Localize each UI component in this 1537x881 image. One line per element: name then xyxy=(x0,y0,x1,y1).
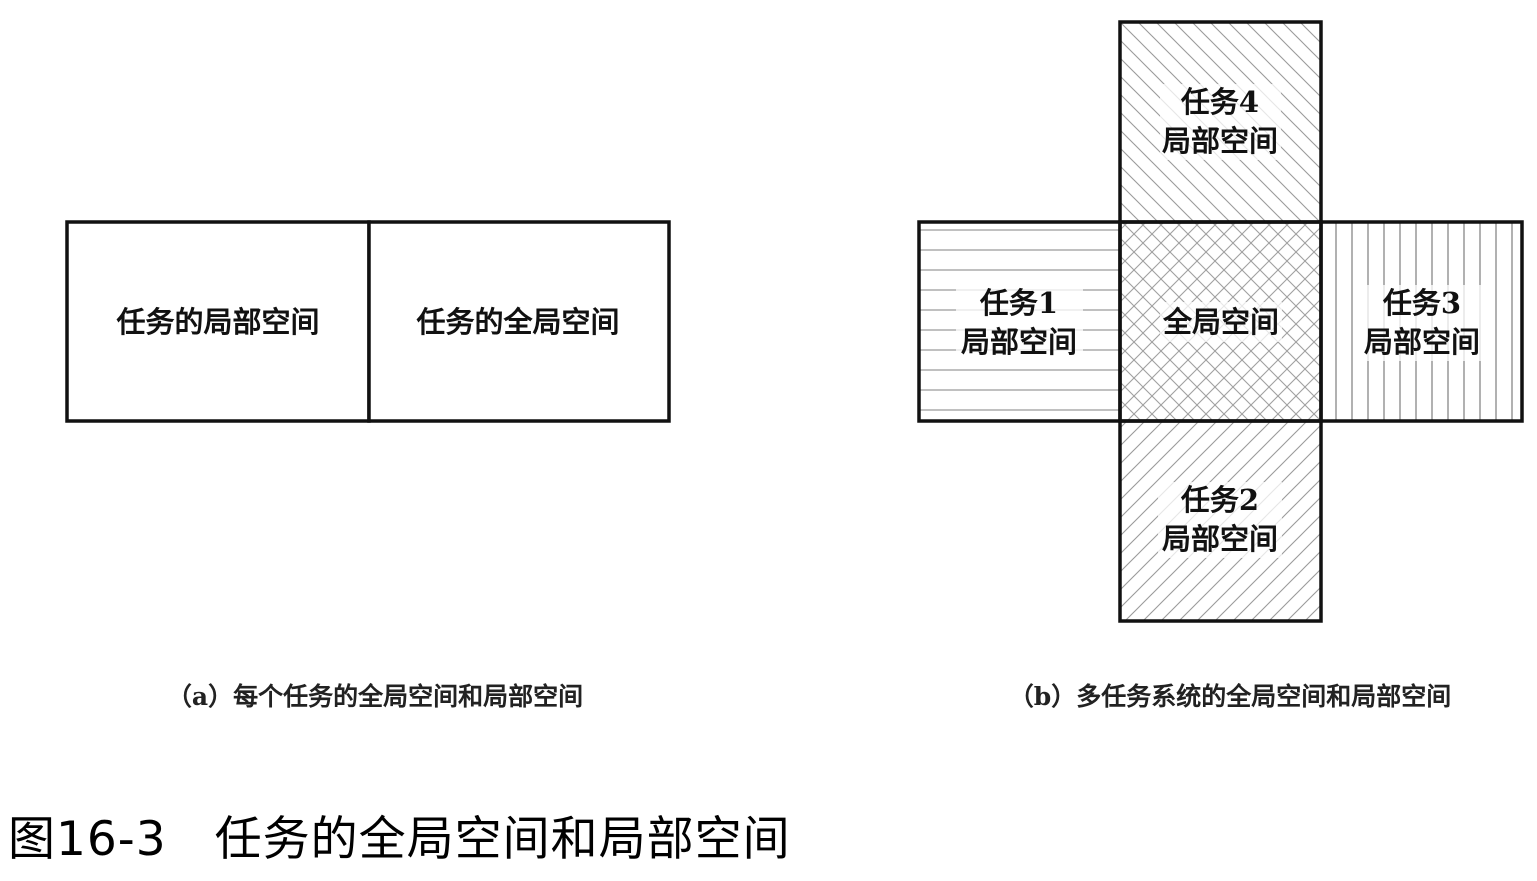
task2-label-backing xyxy=(1158,482,1282,558)
task3-title: 任务3 xyxy=(1382,286,1461,320)
figure-title: 图16-3 任务的全局空间和局部空间 xyxy=(8,812,791,867)
task3-label-backing xyxy=(1359,285,1485,361)
caption-a: （a）每个任务的全局空间和局部空间 xyxy=(167,682,583,711)
diagram-a: 任务的局部空间 任务的全局空间 （a）每个任务的全局空间和局部空间 xyxy=(65,220,671,711)
diagram-b-outlines xyxy=(917,20,1524,623)
diagram-b: 任务4 局部空间 任务1 局部空间 全局空间 任务3 局部空间 任务2 局部空间… xyxy=(917,20,1524,711)
task1-subtitle: 局部空间 xyxy=(961,325,1077,359)
task3-subtitle: 局部空间 xyxy=(1364,325,1480,359)
task2-title: 任务2 xyxy=(1180,483,1259,517)
caption-b: （b）多任务系统的全局空间和局部空间 xyxy=(1009,682,1451,711)
task4-label-backing xyxy=(1160,84,1281,160)
task1-label-backing xyxy=(956,285,1083,361)
local-space-label: 任务的局部空间 xyxy=(115,305,319,339)
global-space-label: 任务的全局空间 xyxy=(415,305,619,339)
local-space-box xyxy=(65,220,371,423)
global-space-label: 全局空间 xyxy=(1162,305,1279,339)
global-label-backing xyxy=(1160,302,1282,342)
task2-subtitle: 局部空间 xyxy=(1162,522,1278,556)
figure-canvas: 任务的局部空间 任务的全局空间 （a）每个任务的全局空间和局部空间 任务4 局部… xyxy=(65,20,1524,711)
global-space-box xyxy=(367,220,671,423)
task4-title: 任务4 xyxy=(1180,85,1259,119)
task4-subtitle: 局部空间 xyxy=(1162,124,1278,158)
task1-title: 任务1 xyxy=(979,286,1058,320)
